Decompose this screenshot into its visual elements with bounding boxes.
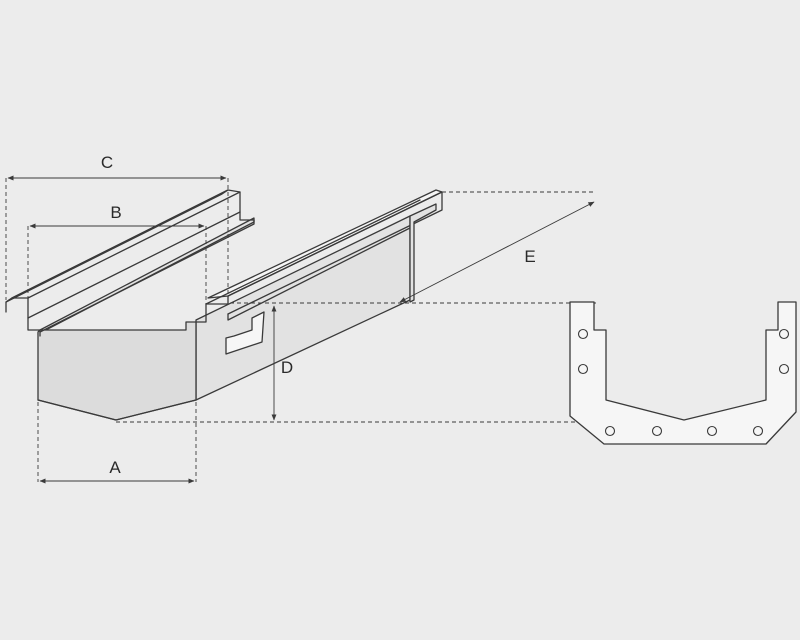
- dimension-c: C: [5, 153, 229, 300]
- left-lip-profile: [5, 297, 41, 337]
- dimension-label-c: C: [101, 153, 113, 172]
- dimension-label-b: B: [110, 203, 121, 222]
- dimension-b: B: [27, 203, 207, 330]
- left-lip-fold-edge: [27, 211, 241, 319]
- dimension-label-d: D: [281, 358, 293, 377]
- dimension-a: A: [37, 402, 197, 484]
- plate-hole: [752, 425, 764, 437]
- end-plate-outline: [569, 301, 797, 445]
- plate-hole: [706, 425, 718, 437]
- plate-hole: [604, 425, 616, 437]
- channel-body: [5, 189, 443, 421]
- dimension-label-a: A: [109, 458, 121, 477]
- dimension-label-e: E: [524, 247, 535, 266]
- left-lip-inner-edge: [11, 189, 241, 299]
- plate-hole: [778, 363, 790, 375]
- right-lip-front-edge: [227, 191, 443, 315]
- side-slot-cutout: [225, 311, 265, 355]
- channel-bottom-edge: [37, 399, 197, 421]
- plate-hole: [651, 425, 663, 437]
- end-plate-profile: [569, 301, 797, 445]
- left-lip-back-edge: [27, 191, 255, 333]
- plate-hole: [778, 328, 790, 340]
- side-face-top-edge: [227, 227, 411, 321]
- right-lip-upper-edge: [205, 199, 421, 305]
- plate-hole: [577, 328, 589, 340]
- plate-hole: [577, 363, 589, 375]
- dimension-e: E: [399, 191, 596, 303]
